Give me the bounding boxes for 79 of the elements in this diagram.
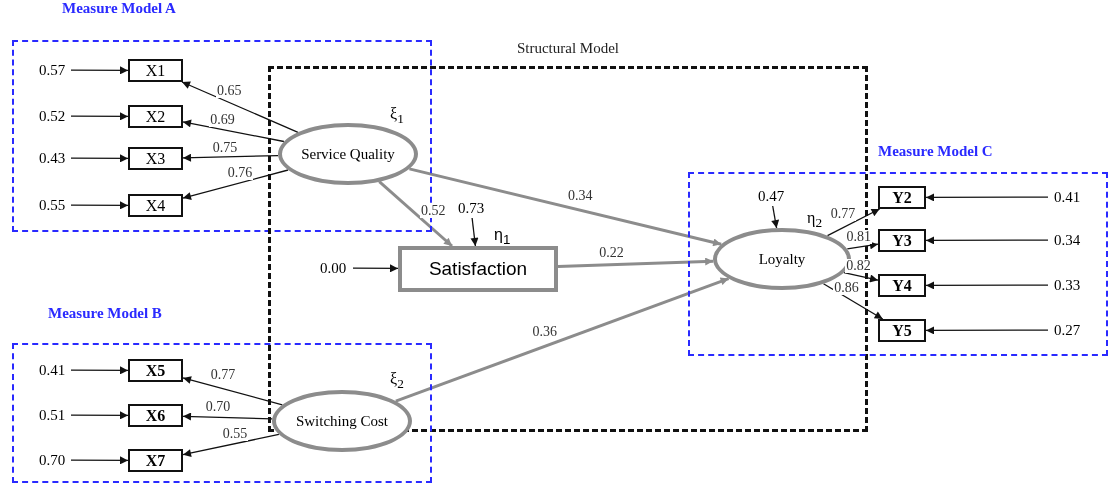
error-value: 0.73 [457,199,485,217]
node-label: Y4 [892,276,912,295]
node-label: Service Quality [301,145,395,163]
node-label: X5 [145,361,166,380]
error-value: 0.33 [1053,276,1081,294]
arrow [925,326,1049,335]
edge-label: 0.55 [221,426,249,441]
indicator-box [128,449,183,472]
error-value: 0.41 [1053,188,1081,206]
indicator-box [128,194,183,217]
indicator-box [878,229,926,252]
arrow [70,154,129,163]
edge-label: 0.22 [598,245,625,260]
error-value: 0.43 [38,149,66,167]
variable-symbol: ξ$_{1}$ [390,105,404,128]
indicator-box [128,359,183,382]
arrow [352,264,399,273]
variable-symbol: ξ$_{2}$ [390,370,404,393]
error-value: 0.47 [757,187,785,205]
node-label: X3 [145,149,166,168]
edge-label: 0.65 [216,84,243,99]
node-label: X7 [145,451,166,470]
error-value: 0.41 [38,361,66,379]
node-label: Loyalty [758,250,806,268]
indicator-box [878,274,926,297]
arrow [925,236,1049,245]
edge-label: 0.81 [845,230,873,245]
arrow [925,193,1049,202]
indicator-box [128,404,183,427]
arrow [470,217,479,247]
arrow [70,366,129,375]
arrow [70,201,129,210]
indicator-box [128,59,183,82]
arrow [70,66,129,75]
node-label: Y2 [892,188,912,207]
indicator-box [128,105,183,128]
node-label: X4 [145,196,166,215]
group-title: Measure Model B [48,305,162,322]
error-value: 0.51 [38,406,66,424]
edge-label: 0.82 [845,259,872,274]
error-value: 0.00 [319,259,347,277]
arrow [771,205,780,229]
node-label: X6 [145,406,166,425]
arrow [925,281,1049,290]
indicator-box [878,319,926,342]
edge-label: 0.52 [420,203,447,218]
arrow [822,283,884,320]
error-value: 0.70 [38,451,66,469]
arrow [70,112,129,121]
node-label: Y5 [892,321,912,340]
error-value: 0.57 [38,61,66,79]
edge-label: 0.75 [211,140,239,155]
arrow [557,257,714,268]
error-value: 0.34 [1053,231,1081,249]
edge-label: 0.69 [209,113,236,128]
node-label: Y3 [892,231,912,250]
error-value: 0.55 [38,196,66,214]
edge-label: 0.77 [829,207,857,222]
variable-symbol: η$_{1}$ [494,226,511,248]
error-value: 0.27 [1053,321,1081,339]
group-title: Structural Model [515,40,621,57]
error-value: 0.52 [38,107,66,125]
arrow [181,81,299,133]
group-title: Measure Model C [878,143,993,160]
variable-symbol: η$_{2}$ [807,209,823,232]
arrow [826,208,881,237]
node-label: Satisfaction [428,258,528,280]
indicator-box [128,147,183,170]
arrow [70,456,129,465]
node-label: X1 [145,61,166,80]
arrow [395,277,730,403]
indicator-box [878,186,926,209]
edge-label: 0.86 [833,280,860,295]
node-label: X2 [145,107,166,126]
node-label: Switching Cost [295,412,389,430]
arrow [70,411,129,420]
edge-label: 0.76 [226,165,254,180]
group-title: Measure Model A [62,0,176,17]
arrow [182,153,279,162]
